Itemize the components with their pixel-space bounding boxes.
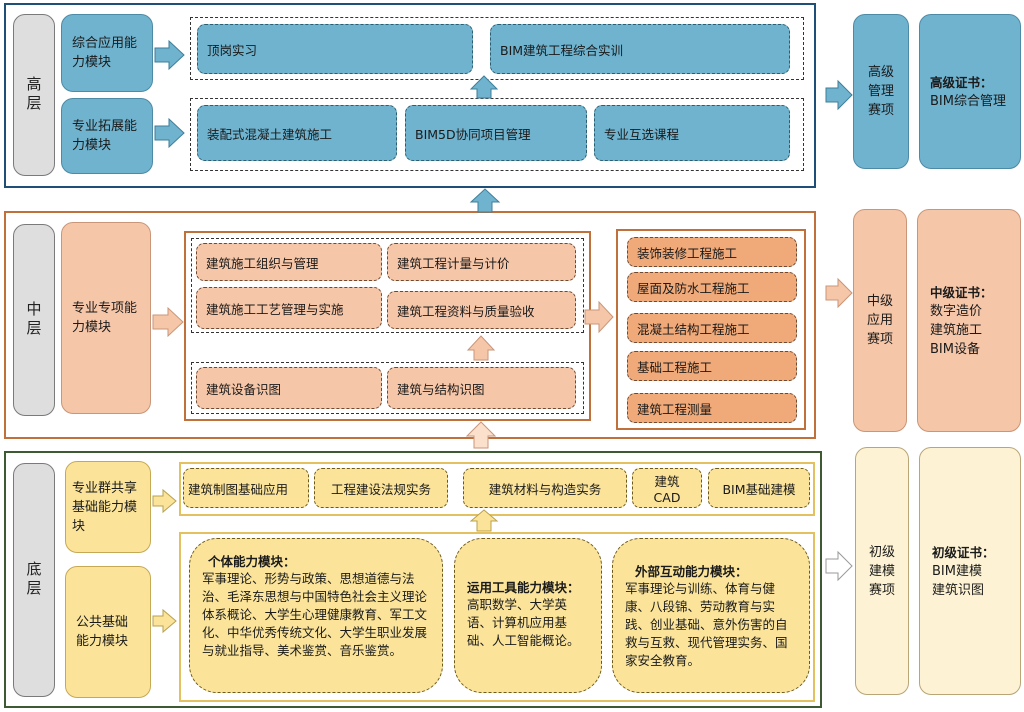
competition-intermediate: 中级应用赛项 bbox=[853, 209, 907, 432]
low-tier-frame bbox=[4, 451, 822, 708]
competition-advanced: 高级管理赛项 bbox=[853, 14, 909, 169]
tools-ability-module: 运用工具能力模块： 高职数学、大学英语、计算机应用基础、人工智能概论。 bbox=[454, 538, 602, 693]
cert-advanced: 高级证书： BIM综合管理 bbox=[919, 14, 1021, 169]
external-title: 外部互动能力模块： bbox=[635, 564, 748, 579]
module-comprehensive: 综合应用能力模块 bbox=[61, 14, 153, 92]
tier-label-low: 底层 bbox=[13, 463, 55, 697]
course-prefab-concrete: 装配式混凝土建筑施工 bbox=[197, 105, 397, 161]
tier-label-high: 高层 bbox=[13, 14, 55, 176]
course-decoration: 装饰装修工程施工 bbox=[627, 237, 797, 267]
arrow-right-comprehensive bbox=[154, 39, 185, 71]
module-shared-foundation: 专业群共享基础能力模块 bbox=[65, 461, 151, 553]
arrow-right-mid-module bbox=[152, 306, 184, 338]
module-public-foundation: 公共基础能力模块 bbox=[65, 566, 151, 698]
tools-text: 高职数学、大学英语、计算机应用基础、人工智能概论。 bbox=[467, 597, 580, 648]
arrow-right-to-basic bbox=[825, 550, 853, 582]
cert-basic-item-2: 建筑识图 bbox=[932, 582, 985, 598]
tools-title: 运用工具能力模块： bbox=[467, 580, 580, 595]
arrow-right-public bbox=[152, 608, 177, 634]
low-shared-box bbox=[179, 462, 815, 516]
cert-advanced-title: 高级证书： bbox=[930, 74, 993, 90]
course-construction-org: 建筑施工组织与管理 bbox=[196, 243, 382, 281]
cert-intermediate-item-3: BIM设备 bbox=[930, 341, 980, 357]
course-materials: 建筑材料与构造实务 bbox=[463, 468, 627, 508]
arrow-up-mid-inner bbox=[466, 335, 496, 361]
course-equipment-drawing: 建筑设备识图 bbox=[196, 367, 382, 409]
course-structure-drawing: 建筑与结构识图 bbox=[387, 367, 576, 409]
mid-group-b-box bbox=[191, 362, 584, 414]
arrow-up-to-high bbox=[469, 188, 501, 213]
course-bim-training: BIM建筑工程综合实训 bbox=[490, 24, 790, 74]
low-public-box bbox=[179, 532, 815, 702]
competition-basic: 初级建模赛项 bbox=[855, 447, 909, 695]
course-roof-waterproof: 屋面及防水工程施工 bbox=[627, 272, 797, 302]
arrow-up-high-inner bbox=[469, 75, 499, 99]
arrow-up-low-inner bbox=[469, 509, 499, 532]
cert-basic: 初级证书： BIM建模 建筑识图 bbox=[919, 447, 1021, 695]
tier-label-mid: 中层 bbox=[13, 224, 55, 416]
course-bim-modeling: BIM基础建模 bbox=[708, 468, 810, 508]
mid-group-a-box bbox=[191, 238, 584, 333]
cert-advanced-item: BIM综合管理 bbox=[930, 93, 1006, 109]
high-tier-frame bbox=[4, 3, 816, 188]
mid-group-outer bbox=[184, 231, 591, 421]
individual-title: 个体能力模块： bbox=[208, 554, 296, 569]
course-quality-acceptance: 建筑工程资料与质量验收 bbox=[387, 291, 576, 329]
cert-intermediate-item-2: 建筑施工 bbox=[930, 322, 983, 338]
mid-tier-frame bbox=[4, 211, 816, 439]
high-courses-row2-box bbox=[190, 98, 804, 171]
arrow-right-to-advanced bbox=[825, 79, 853, 111]
course-foundation: 基础工程施工 bbox=[627, 351, 797, 381]
individual-text: 军事理论、形势与政策、思想道德与法治、毛泽东思想与中国特色社会主义理论体系概论、… bbox=[202, 571, 428, 658]
course-elective: 专业互选课程 bbox=[594, 105, 790, 161]
individual-ability-module: 个体能力模块： 军事理论、形势与政策、思想道德与法治、毛泽东思想与中国特色社会主… bbox=[189, 538, 443, 693]
cert-basic-item-1: BIM建模 bbox=[932, 563, 982, 579]
course-cad: 建筑CAD bbox=[632, 468, 702, 508]
cert-basic-title: 初级证书： bbox=[932, 544, 995, 560]
arrow-right-to-intermediate bbox=[825, 277, 853, 309]
arrow-right-expand bbox=[154, 117, 185, 149]
course-bim5d: BIM5D协同项目管理 bbox=[405, 105, 587, 161]
arrow-up-to-mid bbox=[465, 421, 497, 449]
course-survey: 建筑工程测量 bbox=[627, 393, 797, 423]
cert-intermediate-title: 中级证书： bbox=[930, 284, 993, 300]
cert-intermediate: 中级证书： 数字造价 建筑施工 BIM设备 bbox=[917, 209, 1021, 432]
high-courses-row1-box bbox=[190, 17, 804, 80]
course-concrete-structure: 混凝土结构工程施工 bbox=[627, 313, 797, 343]
arrow-right-mid-groups bbox=[584, 300, 614, 334]
external-text: 军事理论与训练、体育与健康、八段锦、劳动教育与实践、创业基础、意外伤害的自救与互… bbox=[625, 581, 788, 668]
course-internship: 顶岗实习 bbox=[197, 24, 473, 74]
arrow-right-shared bbox=[152, 488, 177, 514]
module-professional-expand: 专业拓展能力模块 bbox=[61, 98, 153, 174]
cert-intermediate-item-1: 数字造价 bbox=[930, 303, 983, 319]
course-drafting: 建筑制图基础应用 bbox=[183, 468, 309, 508]
course-cost-measure: 建筑工程计量与计价 bbox=[387, 243, 576, 281]
module-professional-special: 专业专项能力模块 bbox=[61, 222, 151, 414]
external-ability-module: 外部互动能力模块： 军事理论与训练、体育与健康、八段锦、劳动教育与实践、创业基础… bbox=[612, 538, 810, 693]
mid-group-c-box bbox=[616, 229, 806, 430]
course-regulations: 工程建设法规实务 bbox=[314, 468, 448, 508]
course-process-management: 建筑施工工艺管理与实施 bbox=[196, 287, 382, 329]
